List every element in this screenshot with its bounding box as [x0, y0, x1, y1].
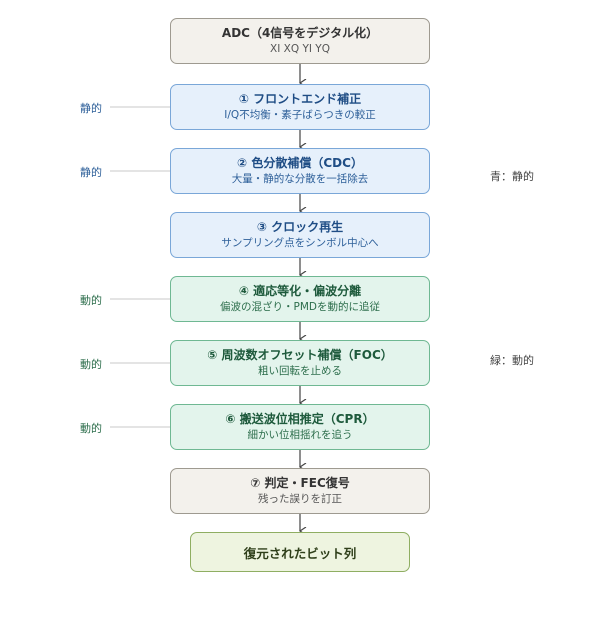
- step-subtitle: サンプリング点をシンボル中心へ: [221, 237, 379, 249]
- step-title: ① フロントエンド補正: [238, 92, 362, 106]
- step-subtitle: 細かい位相揺れを追う: [247, 429, 353, 441]
- legend-static: 青：静的: [490, 170, 534, 183]
- side-label-dynamic: 動的: [80, 422, 102, 435]
- step-subtitle: 粗い回転を止める: [258, 365, 342, 377]
- legend-dynamic: 緑：動的: [490, 354, 534, 367]
- side-label-static: 静的: [80, 166, 102, 179]
- step-subtitle: 大量・静的な分散を一括除去: [231, 173, 369, 185]
- step-subtitle: I/Q不均衡・素子ばらつきの較正: [224, 109, 376, 121]
- step-adc: ADC（4信号をデジタル化） XI XQ YI YQ: [170, 18, 430, 64]
- step-title: ③ クロック再生: [256, 220, 344, 234]
- step-title: ② 色分散補償（CDC）: [237, 156, 363, 170]
- step-title: ⑥ 搬送波位相推定（CPR）: [225, 412, 375, 426]
- step-title: ④ 適応等化・偏波分離: [238, 284, 362, 298]
- step-cpr: ⑥ 搬送波位相推定（CPR） 細かい位相揺れを追う: [170, 404, 430, 450]
- step-decision-fec: ⑦ 判定・FEC復号 残った誤りを訂正: [170, 468, 430, 514]
- side-label-static: 静的: [80, 102, 102, 115]
- output-bitstream: 復元されたビット列: [190, 532, 410, 572]
- output-label: 復元されたビット列: [243, 545, 357, 561]
- step-cdc: ② 色分散補償（CDC） 大量・静的な分散を一括除去: [170, 148, 430, 194]
- step-title: ⑤ 周波数オフセット補償（FOC）: [207, 348, 393, 362]
- step-adaptive-equalization: ④ 適応等化・偏波分離 偏波の混ざり・PMDを動的に追従: [170, 276, 430, 322]
- step-subtitle: XI XQ YI YQ: [270, 43, 330, 55]
- step-title: ⑦ 判定・FEC復号: [250, 476, 350, 490]
- side-label-dynamic: 動的: [80, 358, 102, 371]
- step-foc: ⑤ 周波数オフセット補償（FOC） 粗い回転を止める: [170, 340, 430, 386]
- step-frontend-correction: ① フロントエンド補正 I/Q不均衡・素子ばらつきの較正: [170, 84, 430, 130]
- step-subtitle: 偏波の混ざり・PMDを動的に追従: [220, 301, 380, 313]
- step-clock-recovery: ③ クロック再生 サンプリング点をシンボル中心へ: [170, 212, 430, 258]
- step-title: ADC（4信号をデジタル化）: [221, 26, 379, 40]
- side-label-dynamic: 動的: [80, 294, 102, 307]
- step-subtitle: 残った誤りを訂正: [258, 493, 342, 505]
